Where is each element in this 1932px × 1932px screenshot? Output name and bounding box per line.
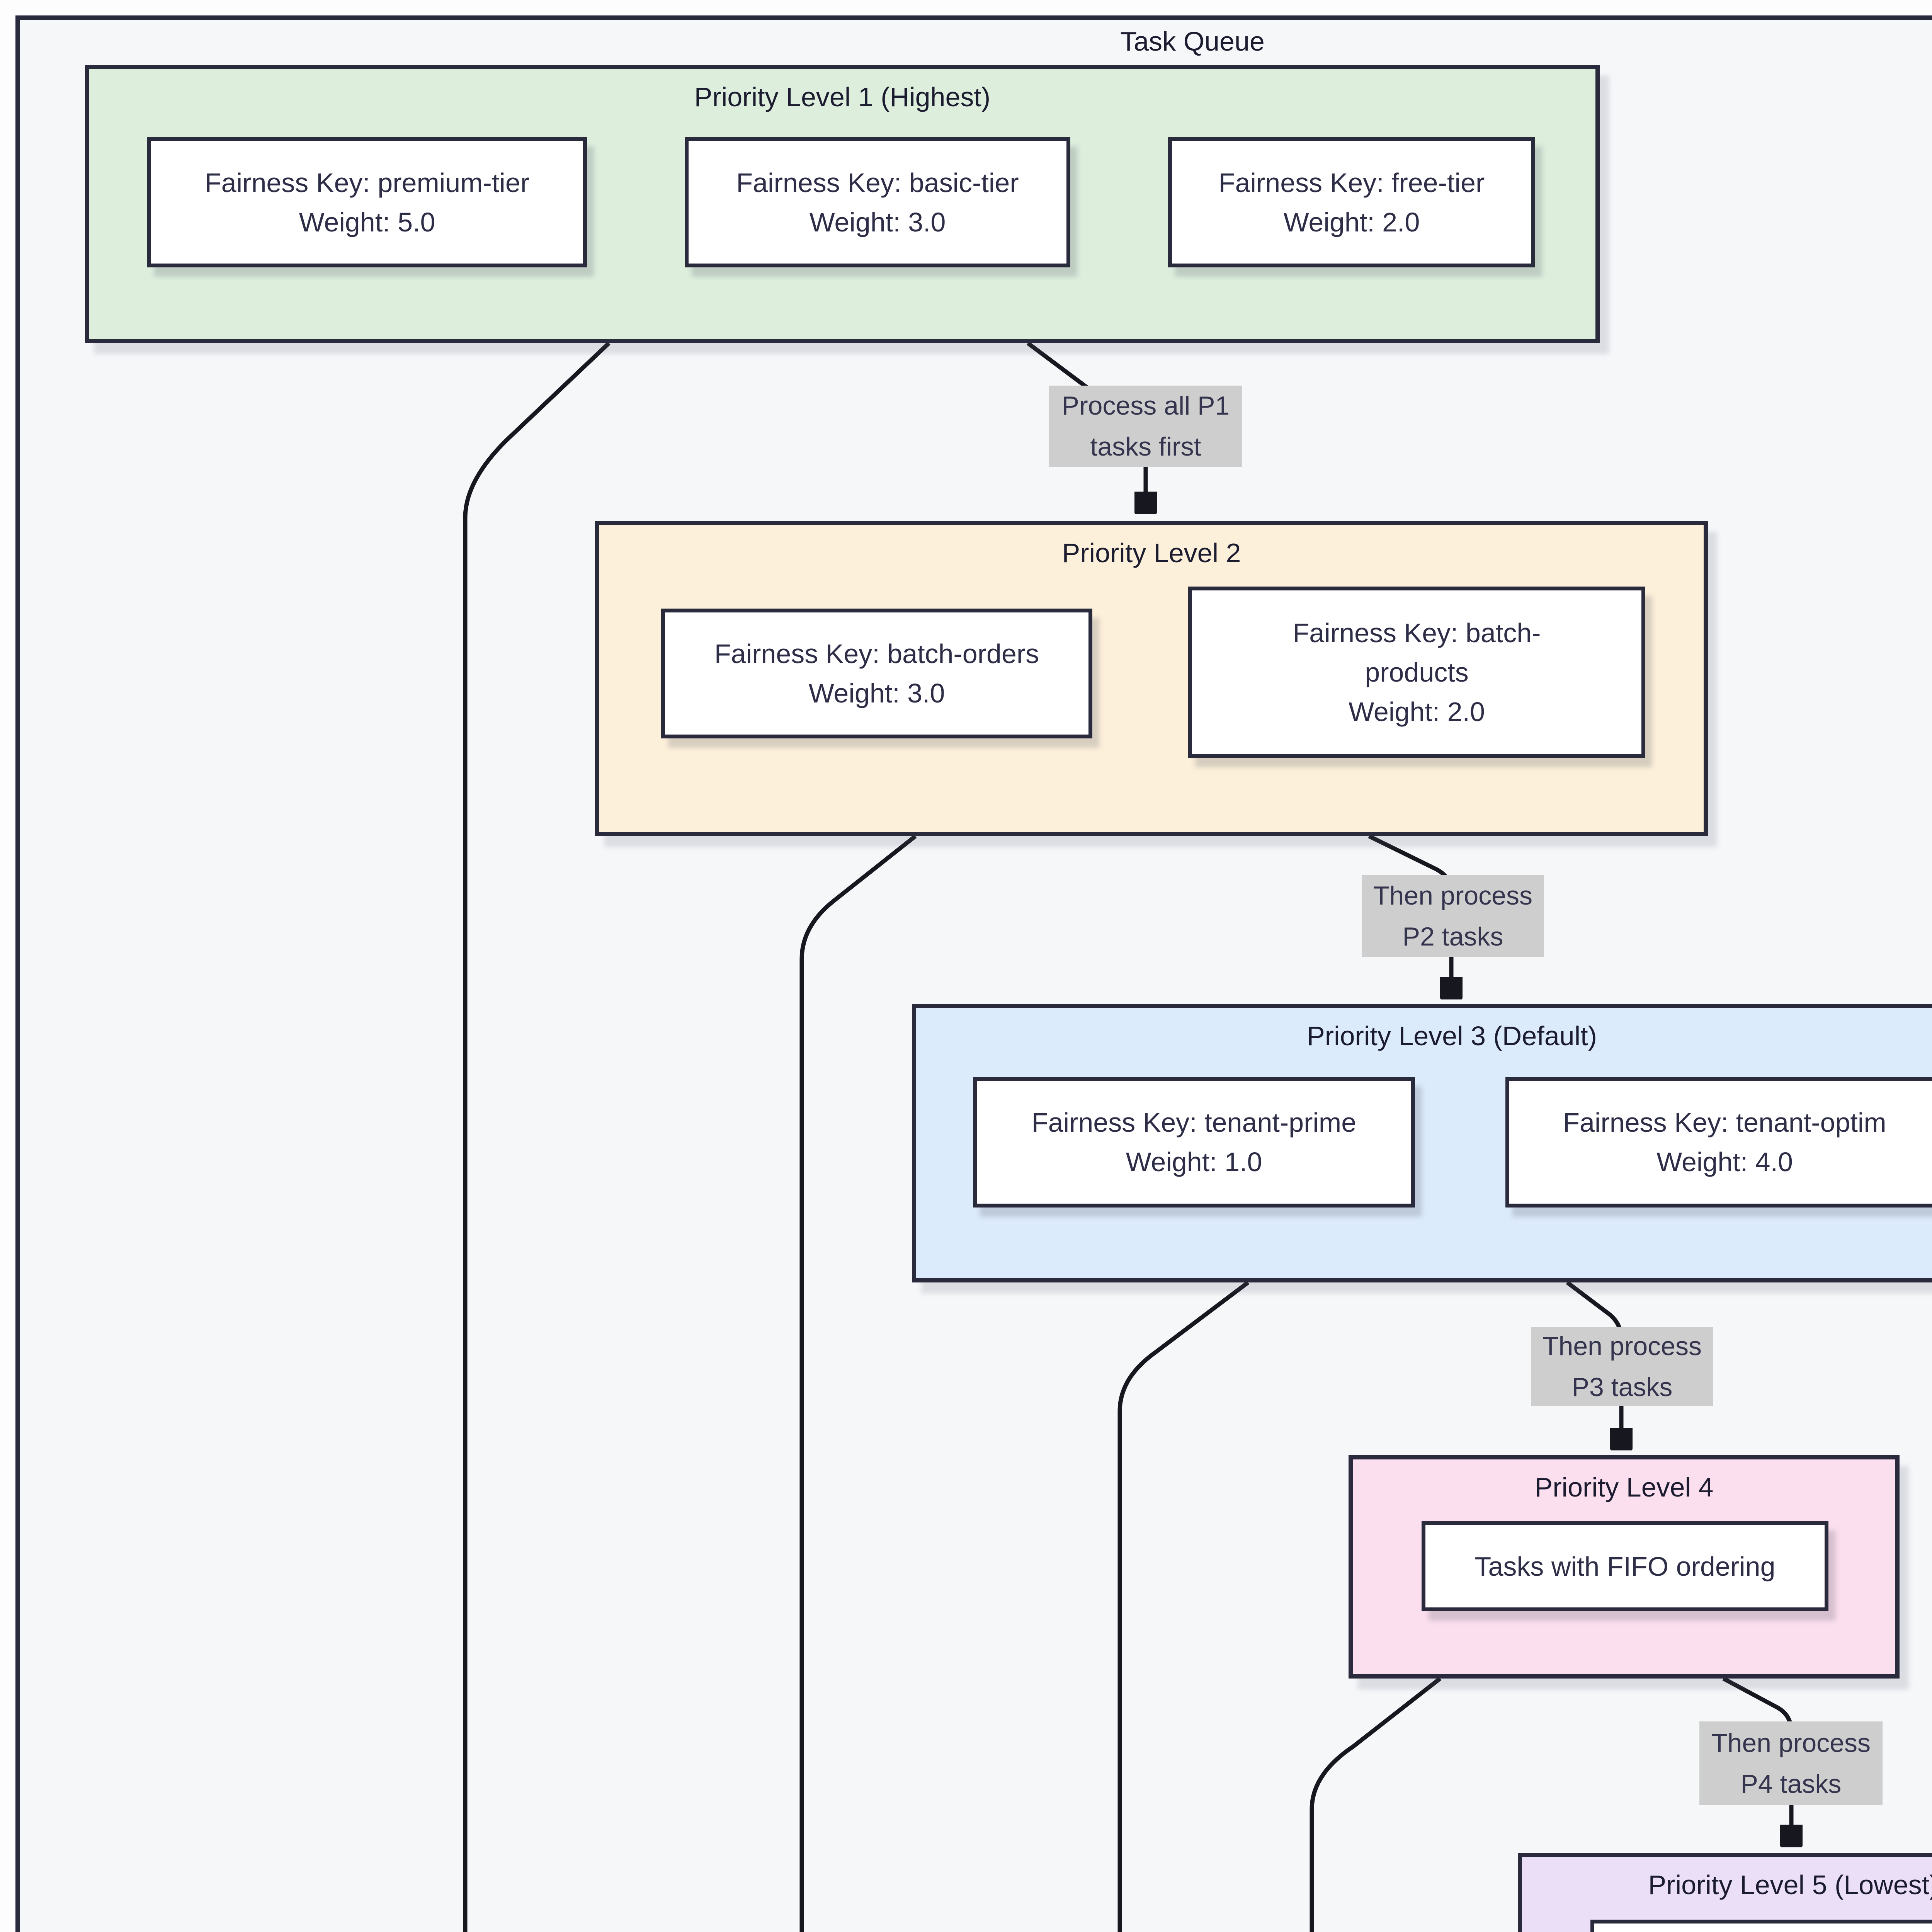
priority-level-4-header: Priority Level 4	[1534, 1472, 1714, 1502]
edge-label-line: P4 tasks	[1740, 1769, 1842, 1799]
fifo-node-p4: Tasks with FIFO ordering	[1422, 1521, 1828, 1611]
node-line: Weight: 3.0	[808, 678, 945, 708]
edge-label-line: tasks first	[1090, 432, 1201, 461]
node-line: Fairness Key: basic-tier	[736, 167, 1019, 198]
priority-level-5-box: Priority Level 5 (Lowest)	[1518, 1853, 1932, 1932]
edge-label-then-process-p2: Then process P2 tasks	[1362, 875, 1544, 957]
node-line: Weight: 2.0	[1283, 207, 1420, 237]
node-line: Weight: 4.0	[1656, 1147, 1793, 1177]
node-line: Weight: 5.0	[299, 207, 435, 237]
task-queue-title: Task Queue	[1120, 26, 1265, 56]
edge-label-line: Then process	[1711, 1728, 1871, 1758]
node-line: Fairness Key: premium-tier	[204, 167, 530, 198]
priority-level-2-header: Priority Level 2	[1062, 538, 1241, 568]
edge-label-line: Process all P1	[1061, 391, 1230, 420]
edge-label-then-process-p3: Then process P3 tasks	[1531, 1327, 1713, 1406]
fifo-node-p5: Tasks with FIFO ordering	[1590, 1920, 1932, 1932]
node-line: products	[1365, 657, 1469, 687]
node-line: Fairness Key: batch-	[1293, 618, 1541, 648]
edge-label-line: Then process	[1373, 881, 1532, 910]
node-line: Tasks with FIFO ordering	[1475, 1551, 1776, 1582]
node-line: Weight: 3.0	[809, 207, 946, 237]
node-line: Fairness Key: batch-orders	[714, 639, 1039, 669]
edge-label-line: P3 tasks	[1571, 1372, 1673, 1402]
priority-level-1-header: Priority Level 1 (Highest)	[694, 82, 991, 112]
fairness-node-tenant-optim: Fairness Key: tenant-optim Weight: 4.0	[1505, 1077, 1932, 1208]
fairness-node-tenant-prime: Fairness Key: tenant-prime Weight: 1.0	[973, 1077, 1415, 1208]
edge-label-process-all-p1: Process all P1 tasks first	[1049, 386, 1242, 467]
edge-label-then-process-p4: Then process P4 tasks	[1699, 1721, 1883, 1805]
node-line: Weight: 2.0	[1349, 697, 1485, 727]
node-line: Fairness Key: tenant-optim	[1563, 1107, 1886, 1138]
priority-level-3-header: Priority Level 3 (Default)	[1307, 1021, 1597, 1051]
node-line: Fairness Key: free-tier	[1218, 167, 1485, 198]
fairness-node-basic-tier: Fairness Key: basic-tier Weight: 3.0	[685, 137, 1070, 267]
fairness-node-batch-products: Fairness Key: batch- products Weight: 2.…	[1188, 587, 1645, 758]
fairness-node-batch-orders: Fairness Key: batch-orders Weight: 3.0	[661, 609, 1092, 738]
edge-label-line: P2 tasks	[1402, 922, 1503, 951]
fairness-node-free-tier: Fairness Key: free-tier Weight: 2.0	[1168, 137, 1535, 267]
edge-label-line: Then process	[1543, 1331, 1702, 1361]
node-line: Fairness Key: tenant-prime	[1031, 1107, 1357, 1138]
node-line: Weight: 1.0	[1126, 1147, 1262, 1177]
priority-level-5-header: Priority Level 5 (Lowest)	[1648, 1870, 1932, 1900]
fairness-node-premium-tier: Fairness Key: premium-tier Weight: 5.0	[147, 137, 587, 267]
